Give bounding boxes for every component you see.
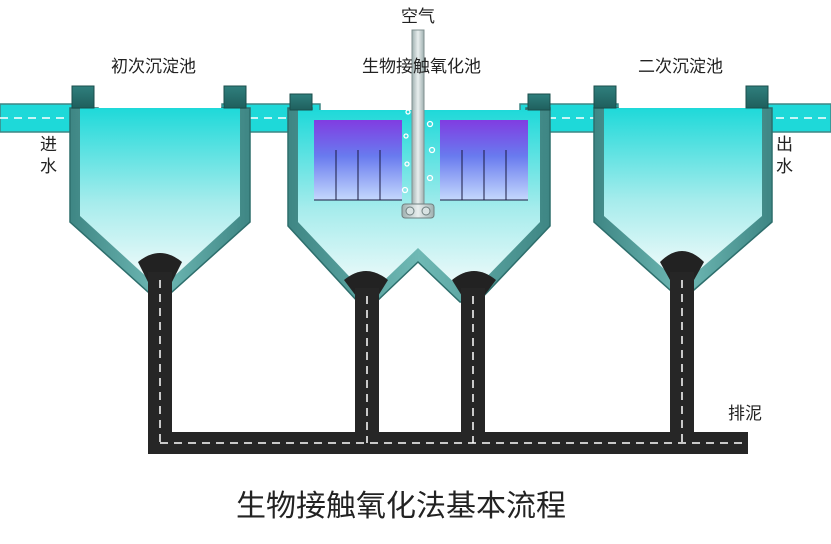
air-bubbles (401, 97, 436, 194)
primary-weir-right (223, 85, 247, 109)
air-label: 空气 (401, 7, 435, 27)
inlet-label-char-1: 进 (40, 135, 57, 155)
sludge-pipework (148, 272, 748, 454)
primary-tank-label: 初次沉淀池 (111, 57, 196, 77)
secondary-weir-right (745, 85, 769, 109)
inlet-channel (0, 103, 81, 133)
bio-weir-right (527, 93, 551, 111)
sludge-label: 排泥 (728, 404, 762, 424)
primary-settling-tank (69, 85, 251, 293)
secondary-tank-water (604, 108, 762, 276)
bio-tank-label: 生物接触氧化池 (362, 57, 481, 77)
bio-oxidation-tank (287, 29, 551, 303)
diagram-title: 生物接触氧化法基本流程 (236, 489, 566, 524)
outlet-label-char-2: 水 (776, 157, 793, 177)
outlet-label-char-1: 出 (776, 135, 793, 155)
inlet-label-char-2: 水 (40, 157, 57, 177)
primary-weir-left (71, 85, 95, 109)
bio-weir-left (289, 93, 313, 111)
secondary-tank-label: 二次沉淀池 (638, 57, 723, 77)
secondary-weir-left (593, 85, 617, 109)
secondary-settling-tank (593, 85, 773, 291)
primary-tank-water (80, 108, 240, 280)
